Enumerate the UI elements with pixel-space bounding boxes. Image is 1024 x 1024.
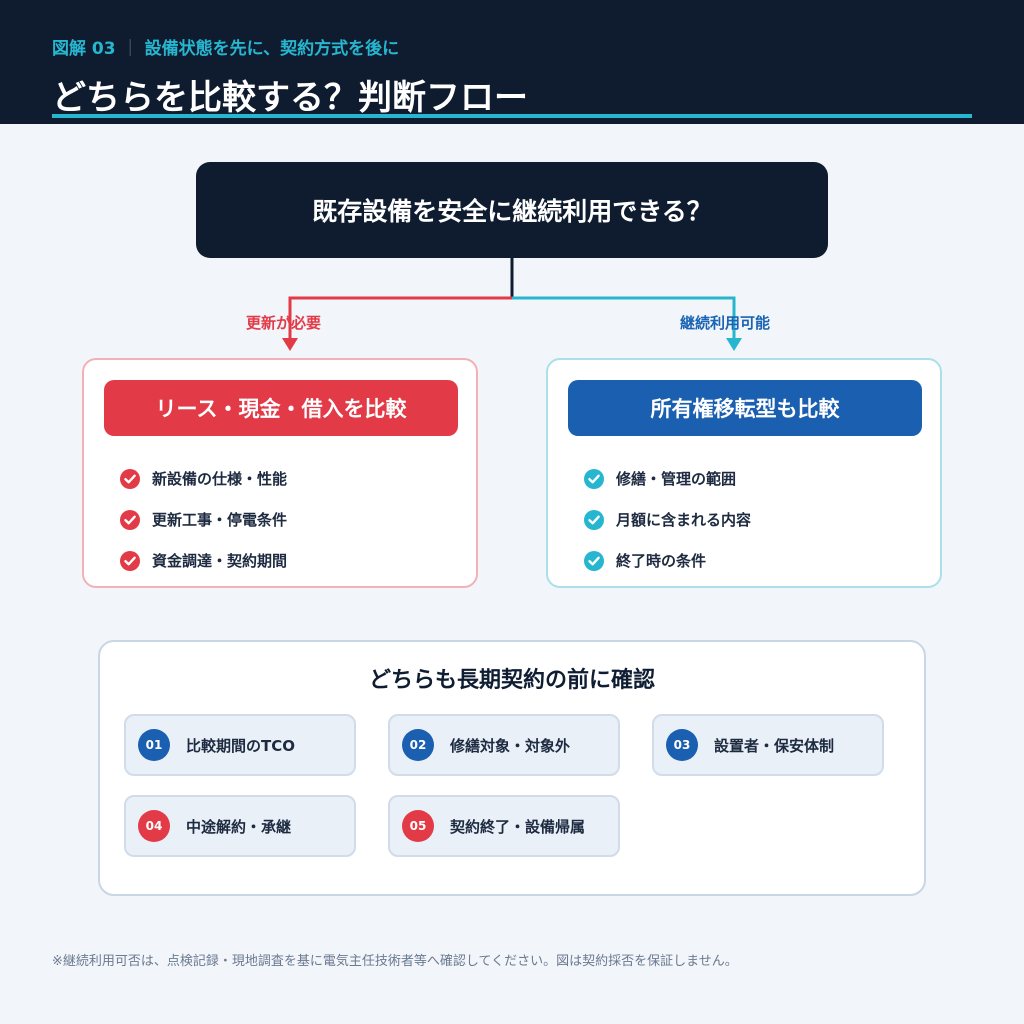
check-circle-icon — [120, 509, 140, 530]
check-circle-icon — [584, 468, 604, 489]
check-pill: 02 修繕対象・対象外 — [388, 714, 620, 776]
number-badge: 03 — [666, 729, 698, 761]
check-pill-label: 中途解約・承継 — [186, 817, 292, 836]
check-circle-icon — [120, 468, 140, 489]
list-item: 月額に含まれる内容 — [584, 499, 751, 540]
kicker-separator: ｜ — [121, 39, 139, 59]
list-item-label: 資金調達・契約期間 — [152, 552, 288, 570]
number-badge: 05 — [402, 810, 434, 842]
figure-subtitle: 設備状態を先に、契約方式を後に — [144, 39, 400, 59]
option-card-update: リース・現金・借入を比較 新設備の仕様・性能 更新工事・停電条件 資金調達・契約… — [82, 358, 478, 588]
check-pill-label: 設置者・保安体制 — [714, 736, 835, 755]
number-badge: 02 — [402, 729, 434, 761]
check-pill: 04 中途解約・承継 — [124, 795, 356, 857]
list-item: 終了時の条件 — [584, 540, 751, 581]
list-item: 更新工事・停電条件 — [120, 499, 287, 540]
branch-label-continue-ok: 継続利用可能 — [680, 314, 771, 332]
left-branch-line — [288, 296, 512, 338]
figure-kicker: 図解 03｜設備状態を先に、契約方式を後に — [52, 34, 399, 59]
number-badge: 04 — [138, 810, 170, 842]
check-pill-label: 契約終了・設備帰属 — [450, 817, 586, 836]
check-pill-label: 比較期間のTCO — [186, 736, 295, 755]
number-badge: 01 — [138, 729, 170, 761]
check-pill-label: 修繕対象・対象外 — [450, 736, 571, 755]
list-item-label: 終了時の条件 — [616, 552, 707, 570]
footnote: ※継続利用可否は、点検記録・現地調査を基に電気主任技術者等へ確認してください。図… — [52, 954, 738, 969]
page-title: どちらを比較する？判断フロー — [52, 78, 528, 118]
card-title: 所有権移転型も比較 — [568, 380, 922, 436]
left-arrowhead — [282, 338, 298, 351]
check-pill: 03 設置者・保安体制 — [652, 714, 884, 776]
list-item-label: 修繕・管理の範囲 — [616, 470, 737, 488]
list-item: 新設備の仕様・性能 — [120, 458, 287, 499]
list-item-label: 新設備の仕様・性能 — [152, 470, 288, 488]
title-underline — [52, 114, 972, 118]
right-arrowhead — [726, 338, 742, 351]
question-box: 既存設備を安全に継続利用できる？ — [196, 162, 828, 258]
checklist: 新設備の仕様・性能 更新工事・停電条件 資金調達・契約期間 — [120, 458, 287, 581]
check-circle-icon — [120, 550, 140, 571]
list-item: 資金調達・契約期間 — [120, 540, 287, 581]
confirm-panel-title: どちらも長期契約の前に確認 — [368, 668, 655, 693]
option-card-continue: 所有権移転型も比較 修繕・管理の範囲 月額に含まれる内容 終了時の条件 — [546, 358, 942, 588]
confirm-panel: どちらも長期契約の前に確認 01 比較期間のTCO 02 修繕対象・対象外 03… — [98, 640, 926, 896]
list-item-label: 更新工事・停電条件 — [152, 511, 288, 529]
list-item-label: 月額に含まれる内容 — [616, 511, 752, 529]
right-branch-line — [512, 296, 736, 338]
check-circle-icon — [584, 550, 604, 571]
check-pill: 01 比較期間のTCO — [124, 714, 356, 776]
figure-number: 図解 03 — [52, 39, 116, 59]
list-item: 修繕・管理の範囲 — [584, 458, 751, 499]
question-text: 既存設備を安全に継続利用できる？ — [312, 197, 712, 226]
card-title: リース・現金・借入を比較 — [104, 380, 458, 436]
check-circle-icon — [584, 509, 604, 530]
header-bar: 図解 03｜設備状態を先に、契約方式を後に どちらを比較する？判断フロー — [0, 0, 1024, 124]
check-pill: 05 契約終了・設備帰属 — [388, 795, 620, 857]
checklist: 修繕・管理の範囲 月額に含まれる内容 終了時の条件 — [584, 458, 751, 581]
branch-label-update-needed: 更新が必要 — [246, 314, 322, 332]
